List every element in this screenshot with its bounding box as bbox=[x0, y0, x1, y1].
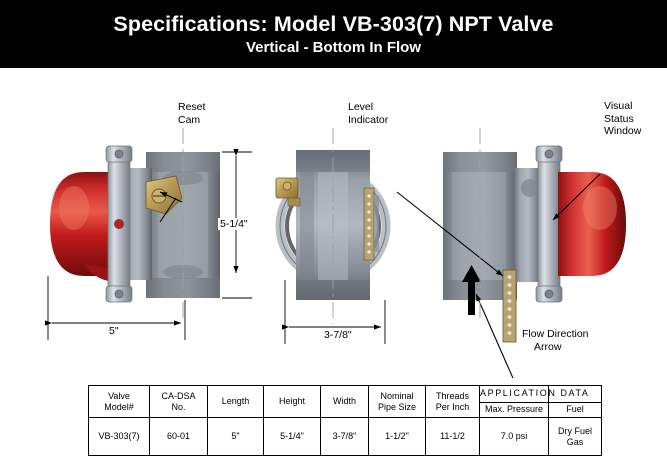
specification-table: Valve Model# CA-DSA No. Length Height Wi… bbox=[88, 385, 602, 456]
dimension-label-height: 5-1/4" bbox=[218, 218, 250, 230]
table-header-max-pressure: Max. Pressure bbox=[479, 401, 549, 419]
valve-view-middle bbox=[275, 150, 391, 300]
table-header-application-group: APPLICATION bbox=[479, 385, 555, 403]
callout-visual-status-window: Visual Status Window bbox=[604, 100, 641, 138]
callout-level-indicator-line1: Level bbox=[348, 101, 374, 113]
table-header-height: Height bbox=[263, 385, 321, 418]
cell-fuel: Dry Fuel Gas bbox=[548, 417, 602, 456]
centerlines bbox=[182, 128, 481, 324]
callout-leader-lines bbox=[159, 173, 601, 378]
cell-length: 5" bbox=[207, 417, 264, 456]
table-header-threads-line1: Threads bbox=[435, 390, 470, 401]
callout-level-indicator-line2: Indicator bbox=[348, 113, 389, 126]
table-header-valve-model-line2: Model# bbox=[104, 401, 134, 412]
flow-direction-arrow-glyph bbox=[462, 265, 481, 315]
valve-view-left bbox=[50, 145, 220, 303]
table-header-fuel: Fuel bbox=[548, 401, 602, 419]
table-header-nominal-pipe-line1: Nominal bbox=[380, 390, 414, 401]
table-header-width: Width bbox=[320, 385, 369, 418]
cell-ca-dsa-no: 60-01 bbox=[149, 417, 208, 456]
callout-flow-direction-arrow-line2: Arrow bbox=[534, 340, 562, 353]
title-header-band: Specifications: Model VB-303(7) NPT Valv… bbox=[0, 0, 667, 68]
table-header-nominal-pipe-size: Nominal Pipe Size bbox=[368, 385, 426, 418]
table-header-nominal-pipe-line2: Pipe Size bbox=[377, 401, 417, 412]
table-header-length: Length bbox=[207, 385, 264, 418]
valve-view-right bbox=[443, 145, 626, 343]
cell-width: 3-7/8" bbox=[320, 417, 369, 456]
table-header-row-subs: Max. Pressure Fuel bbox=[89, 401, 602, 419]
dimension-lines bbox=[44, 148, 386, 344]
callout-reset-cam-line1: Reset bbox=[178, 101, 206, 113]
visual-status-window-part bbox=[502, 269, 517, 343]
cell-valve-model: VB-303(7) bbox=[88, 417, 150, 456]
table-header-ca-dsa-line2: No. bbox=[171, 401, 186, 412]
callout-reset-cam-line2: Cam bbox=[178, 113, 201, 126]
cell-nominal-pipe-size: 1-1/2" bbox=[368, 417, 426, 456]
table-header-threads-line2: Per Inch bbox=[435, 401, 470, 412]
level-indicator-part-middle bbox=[363, 187, 379, 261]
dimension-label-length: 5" bbox=[107, 325, 121, 337]
cell-max-pressure: 7.0 psi bbox=[479, 417, 549, 456]
callout-reset-cam: Reset Cam bbox=[178, 101, 205, 126]
callout-visual-status-window-line1: Visual bbox=[604, 100, 633, 112]
callout-visual-status-window-line3: Window bbox=[604, 125, 642, 137]
reset-cam-part-middle bbox=[275, 177, 301, 207]
callout-visual-status-window-line2: Status bbox=[604, 112, 634, 125]
cell-threads-per-inch: 11-1/2 bbox=[425, 417, 480, 456]
valve-drawing-area bbox=[0, 68, 667, 378]
callout-flow-direction-arrow-line1: Flow Direction bbox=[522, 328, 589, 340]
table-header-ca-dsa-no: CA-DSA No. bbox=[149, 385, 208, 418]
page-subtitle: Vertical - Bottom In Flow bbox=[245, 38, 421, 56]
callout-flow-direction-arrow: Flow Direction Arrow bbox=[522, 328, 589, 353]
table-row: VB-303(7) 60-01 5" 5-1/4" 3-7/8" 1-1/2" … bbox=[88, 417, 602, 456]
callout-level-indicator: Level Indicator bbox=[348, 101, 388, 126]
dimension-label-width: 3-7/8" bbox=[322, 329, 354, 341]
table-header-ca-dsa-line1: CA-DSA bbox=[161, 390, 196, 401]
table-header-data-group: DATA bbox=[548, 385, 602, 403]
table-header-valve-model-line1: Valve bbox=[108, 390, 130, 401]
table-header-row-groups: Valve Model# CA-DSA No. Length Height Wi… bbox=[88, 385, 602, 418]
cell-height: 5-1/4" bbox=[263, 417, 321, 456]
table-header-valve-model: Valve Model# bbox=[88, 385, 150, 418]
page-title: Specifications: Model VB-303(7) NPT Valv… bbox=[113, 12, 554, 37]
table-header-threads-per-inch: Threads Per Inch bbox=[425, 385, 480, 418]
